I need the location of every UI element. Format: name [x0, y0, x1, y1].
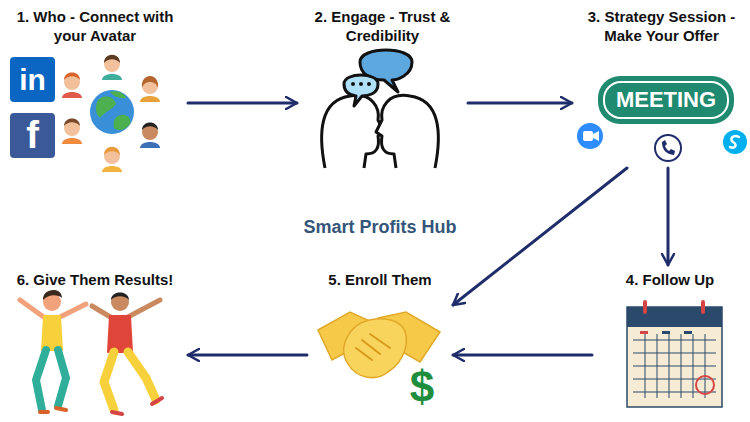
step-node: 3. Strategy Session - Make Your Offer	[575, 5, 748, 165]
flow-arrow	[667, 168, 670, 265]
step-heading: 3. Strategy Session - Make Your Offer	[575, 5, 748, 47]
step-heading: 5. Enroll Them	[310, 268, 450, 291]
dancing-people	[20, 290, 162, 414]
dollar-sign: $	[402, 362, 442, 412]
step-heading: 2. Engage - Trust & Credibility	[300, 5, 465, 47]
flow-arrow	[453, 168, 627, 305]
flow-arrow	[468, 102, 572, 105]
calendar	[627, 300, 722, 407]
social-avatars	[10, 55, 160, 172]
step-heading: 1. Who - Connect with your Avatar	[5, 5, 185, 47]
meeting-badge	[577, 76, 747, 161]
step-node: 6. Give Them Results!	[5, 268, 185, 418]
flow-arrow	[188, 102, 297, 105]
facebook-logo-text: f	[10, 113, 55, 158]
meeting-badge-text: MEETING	[598, 86, 734, 114]
brand-logo: Smart Profits Hub	[285, 214, 475, 240]
step-heading: 4. Follow Up	[595, 268, 745, 291]
step-heading: 6. Give Them Results!	[5, 268, 185, 291]
flow-arrow	[188, 354, 307, 357]
talking-heads	[322, 50, 439, 168]
step-node: 2. Engage - Trust & Credibility	[300, 5, 465, 175]
step-node: 4. Follow Up	[595, 268, 745, 413]
flow-arrow	[453, 354, 592, 357]
linkedin-logo-text: in	[10, 57, 55, 102]
